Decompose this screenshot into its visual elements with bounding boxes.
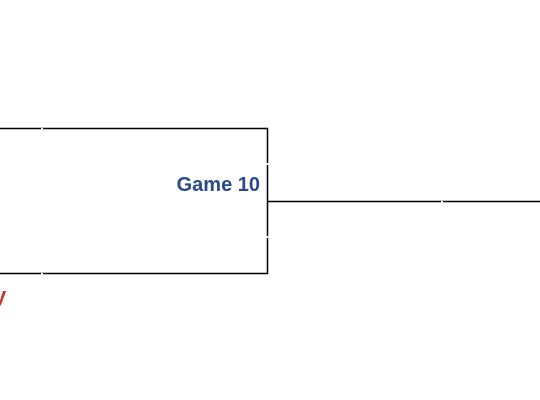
team-name-fragment: y [0, 283, 7, 308]
game-label: Game 10 [177, 174, 260, 196]
